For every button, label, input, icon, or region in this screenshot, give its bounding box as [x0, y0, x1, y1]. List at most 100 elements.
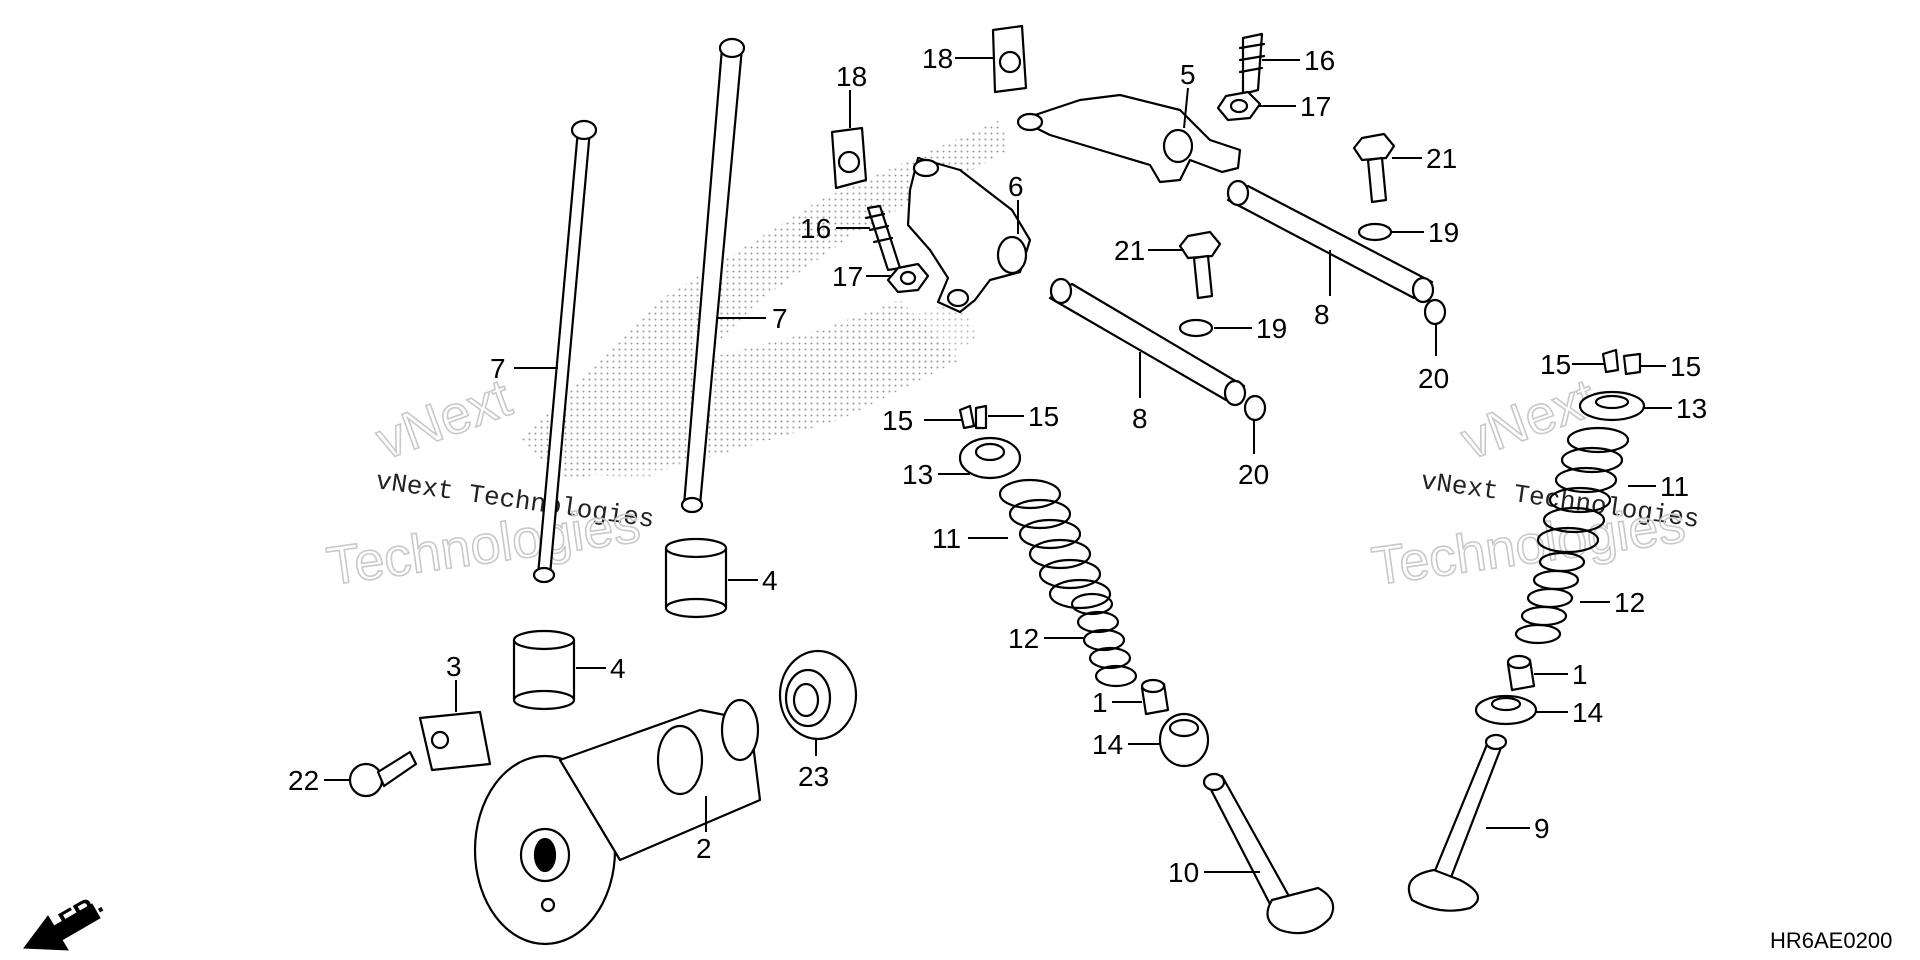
tappet-left — [512, 629, 576, 711]
lock-nut-right — [1216, 90, 1262, 122]
callout-1-seal-left: 1 — [1092, 687, 1142, 718]
spring-inner-right — [1514, 551, 1586, 645]
callout-21-bolt-left: 21 — [1114, 235, 1184, 266]
callout-18-plate-left: 18 — [836, 61, 867, 128]
callout-22-bolt: 22 — [288, 765, 350, 796]
callout-14-seat-left: 14 — [1092, 729, 1160, 760]
svg-text:17: 17 — [832, 261, 863, 292]
callout-7-pushrod-left: 7 — [490, 353, 558, 384]
diagram-code: HR6AE0200 — [1770, 928, 1892, 953]
svg-text:13: 13 — [1676, 393, 1707, 424]
callout-11-spring-outer-right: 11 — [1628, 471, 1689, 502]
adjust-screw-left — [864, 204, 902, 272]
callout-16-screw-left: 16 — [800, 213, 870, 244]
cotter-right-a — [1601, 348, 1620, 374]
cotter-left-a — [958, 404, 976, 430]
svg-text:15: 15 — [1028, 401, 1059, 432]
callout-12-spring-inner-left: 12 — [1008, 623, 1084, 654]
rocker-shaft-right — [1226, 179, 1435, 304]
retainer-right — [1578, 390, 1646, 422]
retainer-left — [958, 436, 1022, 480]
svg-text:5: 5 — [1180, 59, 1196, 90]
callout-4-tappet-left: 4 — [576, 653, 626, 684]
thrust-plate — [418, 710, 492, 772]
svg-text:18: 18 — [922, 43, 953, 74]
callout-12-spring-inner-right: 12 — [1580, 587, 1645, 618]
svg-text:12: 12 — [1614, 587, 1645, 618]
svg-text:15: 15 — [882, 405, 913, 436]
valve-intake — [1407, 733, 1508, 912]
callout-15-cotter-left-a: 15 — [882, 405, 962, 436]
background-wing-emblem — [520, 120, 1010, 480]
lock-nut-left — [886, 262, 930, 294]
svg-text:17: 17 — [1300, 91, 1331, 122]
callout-23-bearing: 23 — [798, 740, 829, 792]
svg-text:8: 8 — [1132, 403, 1148, 434]
svg-text:16: 16 — [800, 213, 831, 244]
svg-text:3: 3 — [446, 651, 462, 682]
svg-text:16: 16 — [1304, 45, 1335, 76]
callout-3-plate: 3 — [446, 651, 462, 712]
rocker-shaft-left — [1048, 277, 1247, 407]
svg-text:22: 22 — [288, 765, 319, 796]
valve-seal-right — [1506, 654, 1536, 692]
callout-21-bolt-right: 21 — [1392, 143, 1457, 174]
callout-1-seal-right: 1 — [1534, 659, 1588, 690]
callout-16-screw-right: 16 — [1262, 45, 1335, 76]
svg-text:14: 14 — [1092, 729, 1123, 760]
svg-text:2: 2 — [696, 833, 712, 864]
cotter-left-b — [974, 404, 988, 430]
svg-text:6: 6 — [1008, 171, 1024, 202]
o-ring-right — [1423, 298, 1447, 326]
svg-text:1: 1 — [1572, 659, 1588, 690]
svg-text:12: 12 — [1008, 623, 1039, 654]
svg-text:20: 20 — [1418, 363, 1449, 394]
svg-text:21: 21 — [1114, 235, 1145, 266]
callout-13-retainer-left: 13 — [902, 459, 970, 490]
washer-right — [1357, 222, 1393, 242]
rocker-arm-right — [1016, 93, 1242, 184]
svg-text:1: 1 — [1092, 687, 1108, 718]
callout-6-rocker-arm: 6 — [1008, 171, 1024, 234]
svg-text:21: 21 — [1426, 143, 1457, 174]
svg-text:10: 10 — [1168, 857, 1199, 888]
callout-19-washer-left: 19 — [1214, 313, 1287, 344]
pushrod-right — [680, 37, 746, 514]
svg-text:4: 4 — [610, 653, 626, 684]
callout-17-nut-left: 17 — [832, 261, 892, 292]
callout-14-seat-right: 14 — [1536, 697, 1603, 728]
callout-19-washer-right: 19 — [1392, 217, 1459, 248]
bolt-right — [1352, 132, 1396, 204]
camshaft — [473, 698, 762, 946]
tappet-right — [664, 537, 728, 619]
callout-18-plate-right: 18 — [922, 43, 994, 74]
part-shapes — [348, 24, 1646, 946]
washer-left — [1178, 318, 1214, 338]
svg-text:19: 19 — [1256, 313, 1287, 344]
callout-7-pushrod-right: 7 — [718, 303, 788, 334]
front-arrow-icon — [23, 903, 101, 951]
rocker-arm-left — [906, 156, 1032, 314]
svg-text:8: 8 — [1314, 299, 1330, 330]
spring-inner-left — [1070, 592, 1138, 688]
spring-seat-right — [1474, 694, 1538, 726]
svg-text:9: 9 — [1534, 813, 1550, 844]
valve-exhaust — [1202, 772, 1335, 935]
callout-11-spring-outer-left: 11 — [932, 523, 1008, 554]
callout-2-camshaft: 2 — [696, 796, 712, 864]
callout-10-valve: 10 — [1168, 857, 1260, 888]
callout-20-o-ring-right: 20 — [1418, 324, 1449, 394]
svg-text:20: 20 — [1238, 459, 1269, 490]
svg-text:19: 19 — [1428, 217, 1459, 248]
svg-text:14: 14 — [1572, 697, 1603, 728]
svg-text:11: 11 — [932, 523, 961, 554]
callout-4-tappet-right: 4 — [728, 565, 778, 596]
svg-text:18: 18 — [836, 61, 867, 92]
callout-20-o-ring-left: 20 — [1238, 420, 1269, 490]
front-direction-indicator: FR. — [23, 888, 108, 951]
callout-8-shaft-right: 8 — [1314, 250, 1331, 330]
callout-13-retainer-right: 13 — [1644, 393, 1707, 424]
bearing — [778, 649, 858, 741]
callout-8-shaft-left: 8 — [1132, 352, 1148, 434]
svg-text:11: 11 — [1660, 471, 1689, 502]
